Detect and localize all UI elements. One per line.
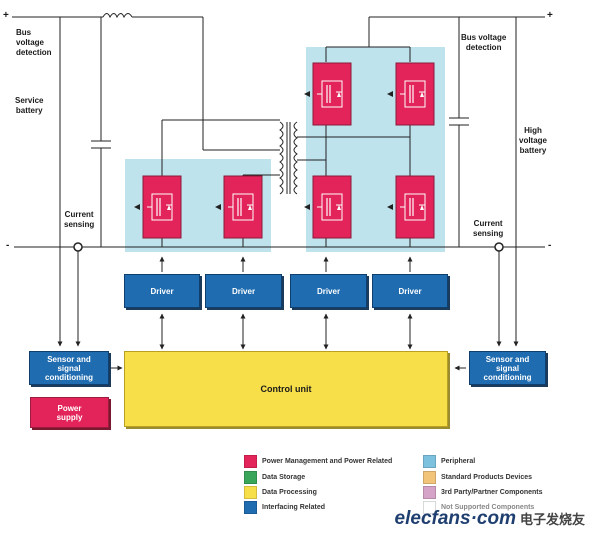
current-sensor-ring-left <box>73 242 83 252</box>
legend-item: Power Management and Power Related <box>244 455 392 468</box>
label-line: Current <box>64 210 94 219</box>
label-line: voltage <box>519 136 548 145</box>
label-line: Current <box>473 219 503 228</box>
block-line: Sensor and <box>47 354 91 364</box>
legend-swatch <box>244 455 257 468</box>
legend-item: Data Storage <box>244 471 305 484</box>
control-unit-block: Control unit <box>124 351 448 427</box>
driver-block-3: Driver <box>290 274 367 308</box>
legend-label: Data Storage <box>262 474 306 481</box>
legend-item: Not Supported Components <box>423 501 534 514</box>
current-sensor-ring-right <box>494 242 504 252</box>
label-line: Service <box>15 96 44 105</box>
legend-label: Peripheral <box>441 458 476 465</box>
mosfet-right-bottom-1 <box>312 175 352 239</box>
legend-label: Not Supported Components <box>441 504 535 511</box>
legend-swatch <box>423 486 436 499</box>
watermark-cn: 电子发烧友 <box>519 512 585 527</box>
label-bus-voltage-detection-right: Bus voltage detection <box>461 33 506 53</box>
terminal-minus-left: - <box>6 240 10 251</box>
legend-swatch <box>244 486 257 499</box>
block-line: Sensor and <box>485 354 530 364</box>
terminal-minus-right: - <box>548 240 552 251</box>
sensor-conditioning-left: Sensor and signal conditioning <box>29 351 109 385</box>
label-line: Bus voltage <box>461 33 507 42</box>
mosfet-right-bottom-2 <box>395 175 435 239</box>
label-line: sensing <box>64 220 95 229</box>
block-line: supply <box>56 412 83 422</box>
legend-swatch <box>423 471 436 484</box>
legend-item: 3rd Party/Partner Components <box>423 486 543 499</box>
power-supply-block: Power supply <box>30 397 109 428</box>
sensor-conditioning-right: Sensor and signal conditioning <box>469 351 546 385</box>
block-line: Power <box>57 403 82 413</box>
block-line: conditioning <box>45 372 93 382</box>
legend-swatch <box>423 455 436 468</box>
legend-label: Standard Products Devices <box>441 474 533 481</box>
legend-item: Interfacing Related <box>244 501 325 514</box>
legend-label: 3rd Party/Partner Components <box>441 489 543 496</box>
legend-item: Data Processing <box>244 486 317 499</box>
mosfet-right-top-1 <box>312 62 352 126</box>
mosfet-right-top-2 <box>395 62 435 126</box>
terminal-plus-left: + <box>3 10 9 21</box>
legend-item: Standard Products Devices <box>423 471 532 484</box>
legend-label: Interfacing Related <box>262 504 326 511</box>
watermark-brand: elecfans·com <box>394 508 516 529</box>
block-line: signal <box>495 363 520 373</box>
label-current-sensing-left: Current sensing <box>64 210 94 230</box>
legend-item: Peripheral <box>423 455 475 468</box>
label-current-sensing-right: Current sensing <box>473 219 503 239</box>
legend-label: Power Management and Power Related <box>262 458 393 465</box>
label-line: High <box>524 126 542 135</box>
driver-block-4: Driver <box>372 274 448 308</box>
watermark-logo: elecfans·com 电子发烧友 <box>395 508 585 530</box>
label-line: battery <box>15 106 43 115</box>
label-bus-voltage-detection-left: Bus voltage detection <box>16 28 52 58</box>
legend-swatch <box>244 501 257 514</box>
legend-swatch <box>423 501 436 514</box>
terminal-plus-right: + <box>547 10 553 21</box>
mosfet-left-2 <box>223 175 263 239</box>
block-line: signal <box>57 363 81 373</box>
label-line: Bus <box>16 28 32 37</box>
label-high-voltage-battery: High voltage battery <box>519 126 547 156</box>
legend-label: Data Processing <box>262 489 317 496</box>
label-line: battery <box>519 146 547 155</box>
label-service-battery: Service battery <box>15 96 43 116</box>
legend-swatch <box>244 471 257 484</box>
driver-block-1: Driver <box>124 274 200 308</box>
block-line: conditioning <box>483 372 532 382</box>
label-line: voltage <box>16 38 45 47</box>
label-line: detection <box>16 48 52 57</box>
driver-block-2: Driver <box>205 274 282 308</box>
label-line: detection <box>465 43 502 52</box>
mosfet-left-1 <box>142 175 182 239</box>
label-line: sensing <box>473 229 504 238</box>
